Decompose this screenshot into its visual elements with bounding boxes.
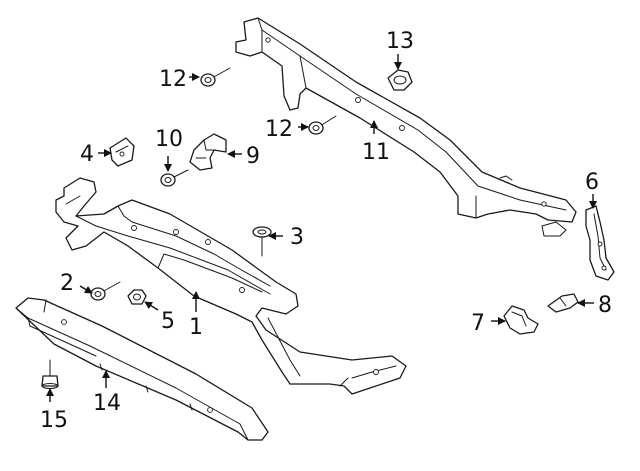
bolt-part-10 [160, 169, 189, 187]
bolt-part-12-lower [308, 115, 337, 135]
callout-8: 8 [598, 293, 612, 318]
callout-10: 10 [155, 127, 183, 152]
grommet-part-13 [387, 69, 413, 91]
callout-5: 5 [161, 309, 175, 334]
callout-15: 15 [40, 408, 68, 433]
leader-5 [144, 301, 159, 311]
clip-part-7 [503, 305, 539, 335]
callout-2: 2 [60, 271, 74, 296]
bolt-part-12-upper [200, 67, 231, 87]
bolt-part-15 [41, 359, 59, 389]
clip-part-4 [109, 137, 135, 167]
bracket-part-9 [189, 133, 227, 171]
bolt-part-3 [252, 226, 272, 257]
nut-part-5 [127, 289, 147, 305]
callout-9: 9 [246, 144, 260, 169]
callout-12-upper: 12 [159, 67, 187, 92]
callout-7: 7 [471, 311, 485, 336]
bolt-part-2 [90, 281, 121, 301]
callout-13: 13 [386, 29, 414, 54]
callout-1: 1 [189, 315, 203, 340]
upper-tie-bar-part-11 [235, 17, 577, 237]
callout-6: 6 [585, 170, 599, 195]
callout-3: 3 [290, 225, 304, 250]
callout-12-lower: 12 [265, 117, 293, 142]
callout-11: 11 [362, 140, 390, 165]
leader-2 [79, 285, 93, 294]
pin-part-8 [547, 293, 579, 313]
radiator-support-part-1 [55, 177, 407, 395]
callout-14: 14 [93, 391, 121, 416]
callout-4: 4 [80, 142, 94, 167]
bracket-part-6 [585, 205, 615, 281]
